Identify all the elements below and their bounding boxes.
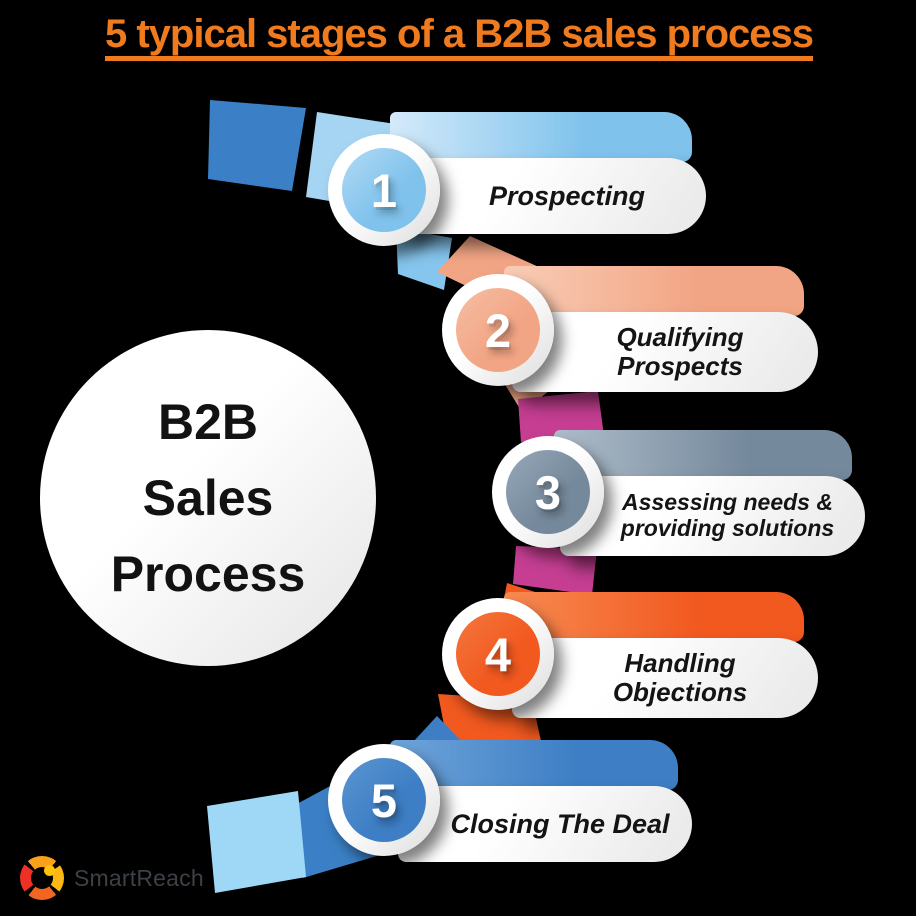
ribbon-fold-1-blue — [396, 228, 452, 290]
logo-dot — [44, 865, 55, 876]
smartreach-logo-icon — [18, 854, 66, 902]
ribbon-fold-5-magenta — [513, 546, 597, 595]
ribbon-fold-8-blue — [413, 716, 462, 742]
center-title-circle: B2B Sales Process — [40, 330, 376, 666]
ribbon-arm-bottom-light — [207, 791, 306, 893]
ribbon-arm-bottom-dark — [293, 762, 390, 878]
brand-name: SmartReach — [74, 864, 204, 891]
ribbon-fold-4-magenta — [518, 391, 604, 442]
page-title: 5 typical stages of a B2B sales process — [104, 12, 814, 56]
ribbon-fold-2-salmon — [437, 236, 541, 305]
ribbon-fold-6-orange — [498, 583, 560, 648]
ribbon-arm-top-dark — [208, 100, 306, 191]
center-title-line-2: Sales — [142, 470, 274, 526]
center-title-line-3: Process — [110, 546, 306, 602]
center-title-line-1: B2B — [157, 394, 259, 450]
brand-footer: SmartReach — [18, 854, 204, 902]
ribbon-arm-top-light — [306, 112, 402, 211]
